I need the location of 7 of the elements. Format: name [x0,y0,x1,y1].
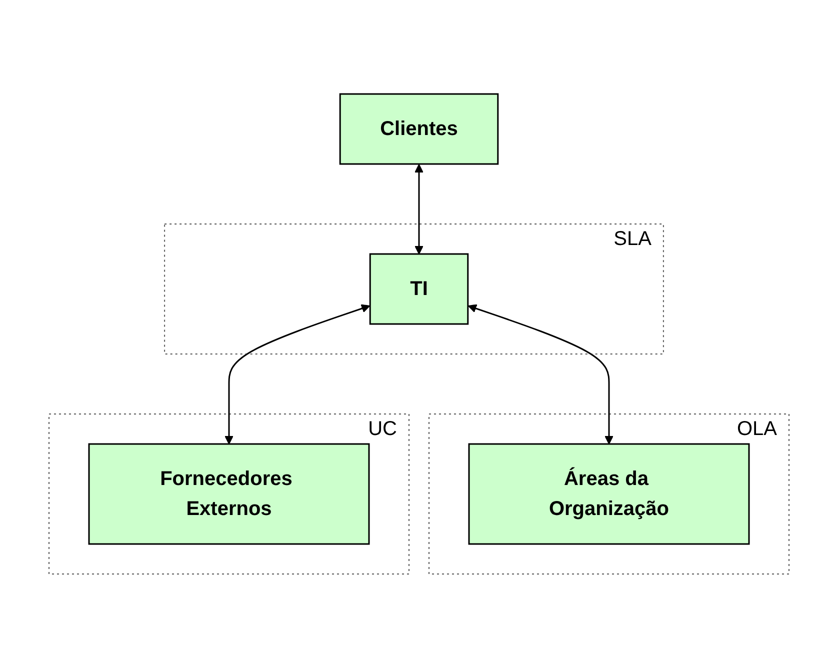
node-box: Clientes [338,92,498,164]
node-box: TI [368,252,468,324]
arrow [414,164,423,254]
node-box: Áreas da Organização [468,442,750,544]
arrow [467,304,613,444]
arrow [224,304,370,444]
node-box: Fornecedores Externos [88,442,370,544]
